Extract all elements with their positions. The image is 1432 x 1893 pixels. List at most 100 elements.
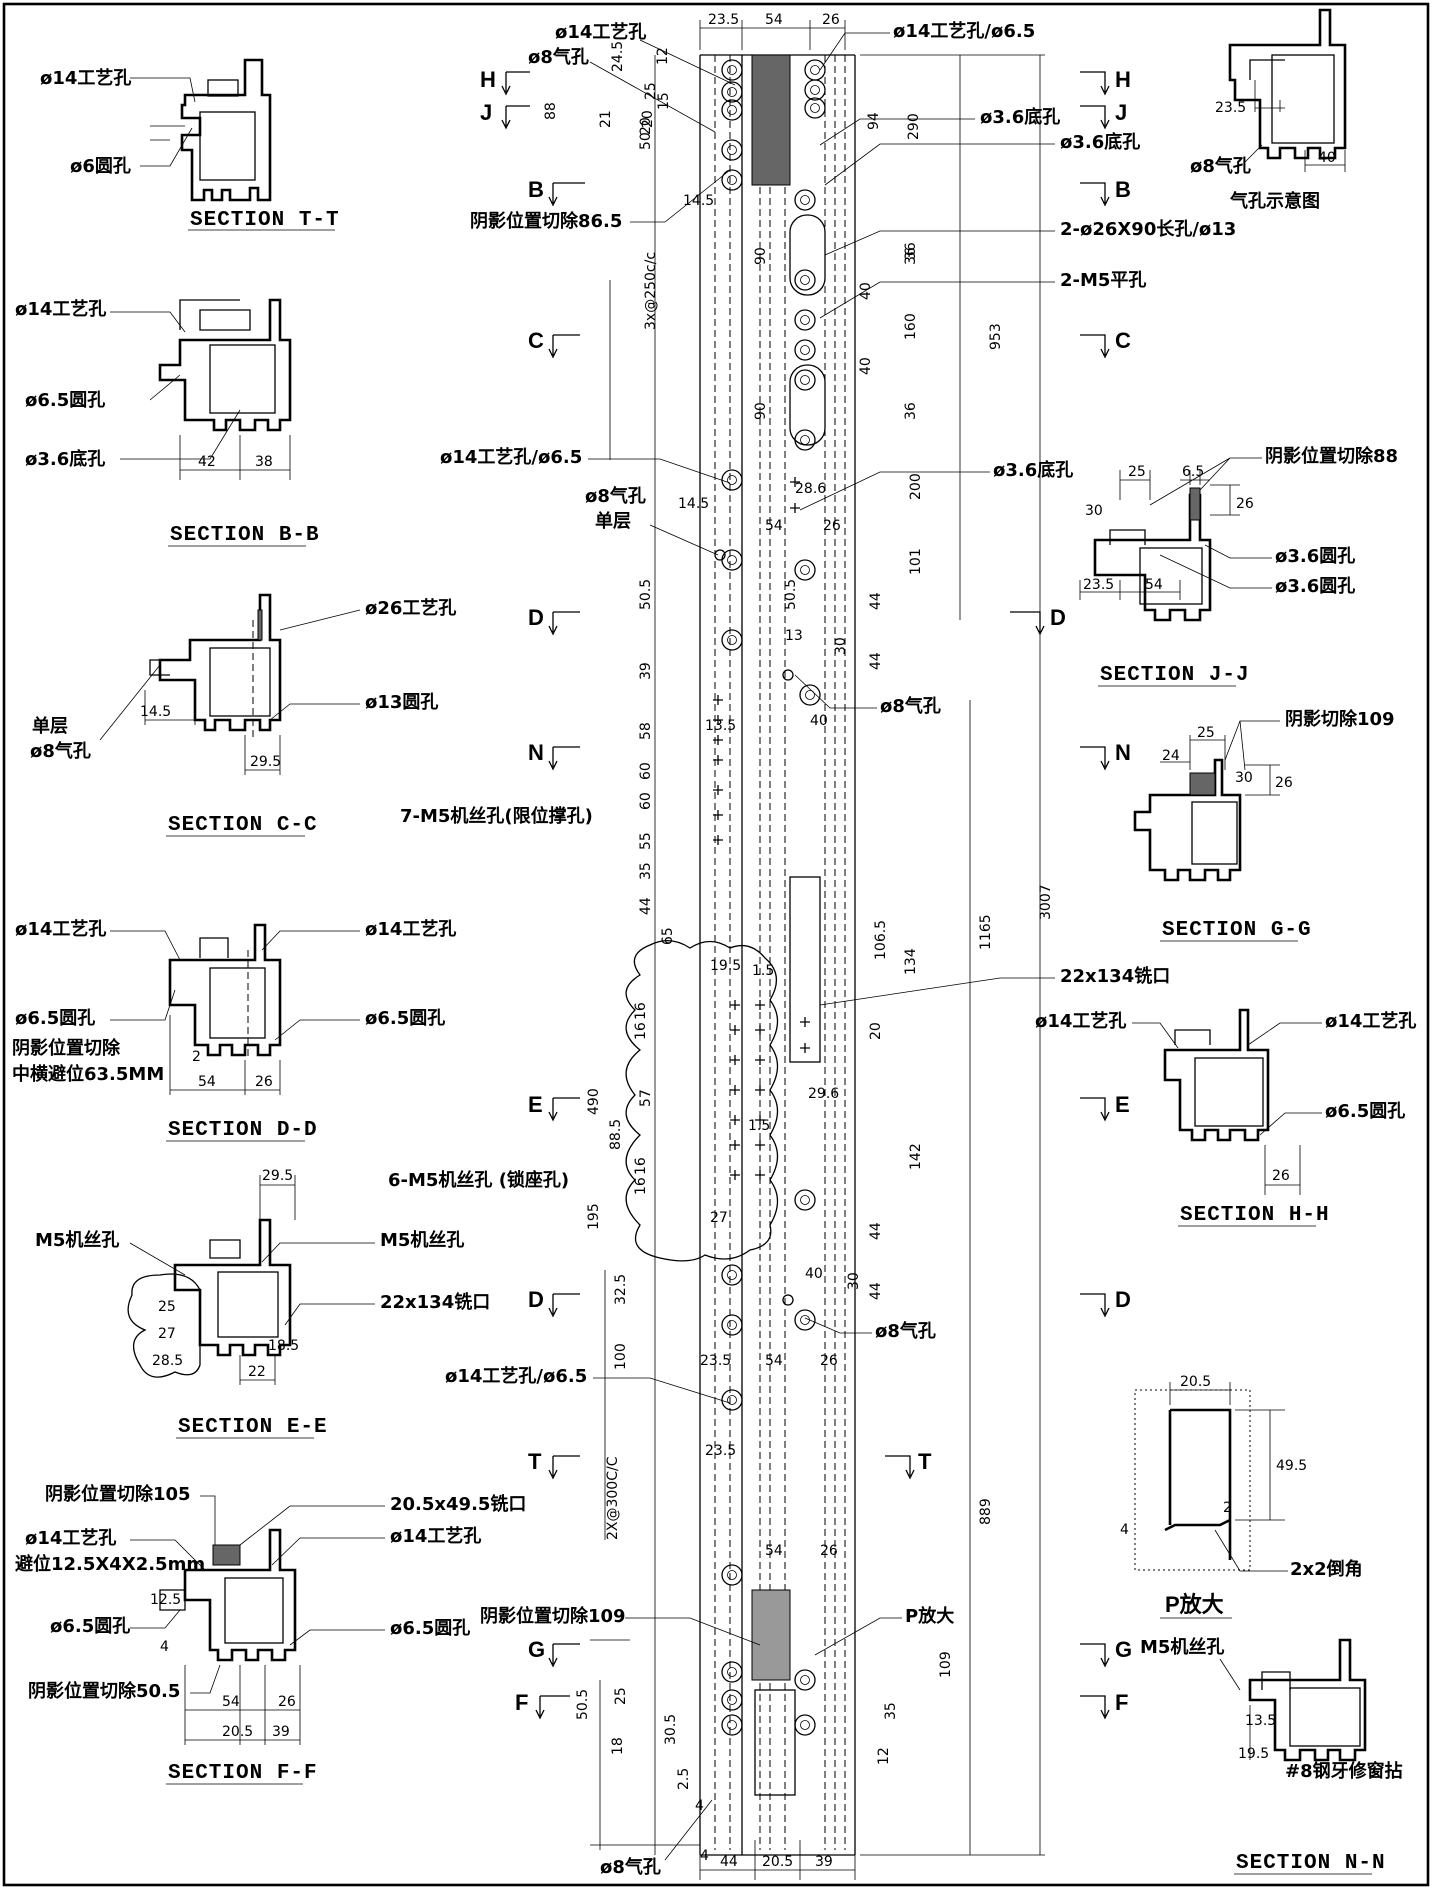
p-title: P放大	[1165, 1592, 1224, 1617]
p-dim-2: 49.5	[1276, 1458, 1307, 1474]
right-hole-9	[794, 559, 816, 581]
right-hole-6	[794, 339, 816, 361]
jj-label-2: ø3.6圆孔	[1275, 546, 1355, 567]
process-hole-5-inner	[727, 475, 737, 485]
cut-h-right: H	[1115, 67, 1131, 92]
label-a13: ø8气孔	[880, 695, 941, 717]
vdim-v78: 109	[938, 1651, 954, 1678]
vent-title: 气孔示意图	[1229, 190, 1320, 212]
vdim-v74: 2X@300C/C	[605, 1456, 621, 1540]
vdim-v67: 32.5	[613, 1274, 629, 1305]
cut-f-right: F	[1115, 1690, 1128, 1715]
dd-dim-1: 2	[192, 1049, 201, 1065]
process-hole-11	[721, 1564, 743, 1586]
p-label-1: 2x2倒角	[1290, 1558, 1363, 1580]
gg-dim-1: 25	[1197, 725, 1215, 741]
label-a5: ø3.6底孔	[1060, 131, 1140, 153]
vdim-v48: 134	[903, 948, 919, 975]
label-a3: ø14工艺孔/ø6.5	[893, 20, 1035, 42]
jj-dim-2: 6.5	[1182, 464, 1204, 480]
vdim-v5: 21	[598, 110, 614, 128]
vdim-v47: 106.5	[873, 920, 889, 960]
process-hole-7-inner	[727, 635, 737, 645]
vdim-v13: 36	[903, 247, 919, 265]
nn-dim-1: 13.5	[1245, 1713, 1276, 1729]
m5-lock-hole-4	[730, 1115, 740, 1125]
process-hole-8	[721, 1264, 743, 1286]
ff-label-6: 20.5x49.5铣口	[390, 1493, 526, 1515]
right-hole-6-inner	[800, 345, 810, 355]
bottom-dim-2: 20.5	[762, 1854, 793, 1870]
ee-dim-1: 29.5	[262, 1168, 293, 1184]
ff-label-1: 阴影位置切除105	[45, 1483, 191, 1505]
right-hole-3	[794, 189, 816, 211]
ee-label-0: 6-M5机丝孔 (锁座孔)	[388, 1169, 569, 1191]
process-hole-4-inner	[727, 175, 737, 185]
cut-n-right: N	[1115, 740, 1131, 765]
top-cut-hatch	[751, 54, 791, 186]
cc-dim-1: 14.5	[140, 704, 171, 720]
vdim-v18: 160	[903, 313, 919, 340]
vent-hole-2	[782, 1294, 794, 1306]
vdim-v50: 3007	[1038, 884, 1054, 920]
process-hole-14	[721, 1714, 743, 1736]
vdim-v63: 27	[710, 1210, 728, 1226]
top-dim-1: 23.5	[708, 12, 739, 28]
m5-lock-hole-b-5	[755, 1140, 765, 1150]
vent-hole-1	[782, 669, 794, 681]
cut-g-right: G	[1115, 1637, 1132, 1662]
top-dim-3: 26	[822, 12, 840, 28]
ee-label-3: 22x134铣口	[380, 1291, 490, 1313]
right-hole-1-inner	[810, 85, 820, 95]
tt-label-2: ø6圆孔	[70, 156, 131, 177]
m5-lock-hole-b-3	[755, 1085, 765, 1095]
process-hole-2-inner	[727, 105, 737, 115]
label-a17: ø8气孔	[875, 1320, 936, 1342]
bottom-hole-mark-0	[790, 477, 800, 487]
cut-d2-left: D	[528, 1287, 544, 1312]
process-hole-6-inner	[727, 555, 737, 565]
ff-dim-5: 20.5	[222, 1724, 253, 1740]
section-bb: ø14工艺孔 ø6.5圆孔 ø3.6底孔 42 38 SECTION B-B	[15, 298, 320, 547]
right-hole-2-inner	[810, 103, 820, 113]
vdim-v59: 16	[633, 1157, 649, 1175]
m5-lock-hole-b-4	[755, 1115, 765, 1125]
cc-label-4: ø8气孔	[30, 740, 91, 762]
process-hole-11-inner	[727, 1570, 737, 1580]
m5-lock-hole-3	[730, 1085, 740, 1095]
vdim-v51: 16	[633, 1002, 649, 1020]
vdim-v82: 35	[883, 1702, 899, 1720]
right-hole-1	[804, 79, 826, 101]
vdim-v57: 1.5	[748, 1118, 770, 1134]
vdim-v37: 58	[638, 722, 654, 740]
process-hole-2	[721, 99, 743, 121]
right-hole-2	[804, 97, 826, 119]
process-hole-8-inner	[727, 1270, 737, 1280]
slot-mark-0	[800, 1017, 810, 1027]
right-hole-9-inner	[800, 565, 810, 575]
vdim-v69: 100	[613, 1343, 629, 1370]
dd-dim-3: 26	[255, 1074, 273, 1090]
right-hole-7-inner	[800, 375, 810, 385]
bb-label-3: ø3.6底孔	[25, 448, 105, 470]
section-tt: ø14工艺孔 ø6圆孔 SECTION T-T	[40, 58, 339, 232]
ee-label-2: M5机丝孔	[380, 1229, 464, 1251]
label-a7: 2-ø26X90长孔/ø13	[1060, 219, 1236, 240]
top-dim-2: 54	[765, 12, 783, 28]
vdim-v65: 40	[805, 1266, 823, 1282]
m5-lock-hole-b-1	[755, 1025, 765, 1035]
right-hole-3-inner	[800, 195, 810, 205]
ff-dim-6: 39	[272, 1724, 290, 1740]
cut-d2-right: D	[1115, 1287, 1131, 1312]
gg-dim-2: 24	[1162, 748, 1180, 764]
jj-label-3: ø3.6圆孔	[1275, 576, 1355, 597]
cut-b-left: B	[528, 177, 544, 202]
section-dd: ø14工艺孔 ø14工艺孔 ø6.5圆孔 ø6.5圆孔 阴影位置切除 中横避位6…	[12, 918, 456, 1142]
m5-limit-hole-5	[713, 810, 723, 820]
gg-label-1: 阴影切除109	[1285, 708, 1395, 730]
bb-title: SECTION B-B	[170, 524, 320, 547]
label-a14: 7-M5机丝孔(限位撑孔)	[400, 805, 593, 827]
gg-title: SECTION G-G	[1162, 919, 1312, 942]
vdim-v66: 30	[846, 1272, 862, 1290]
label-a21: ø8气孔	[600, 1856, 661, 1878]
